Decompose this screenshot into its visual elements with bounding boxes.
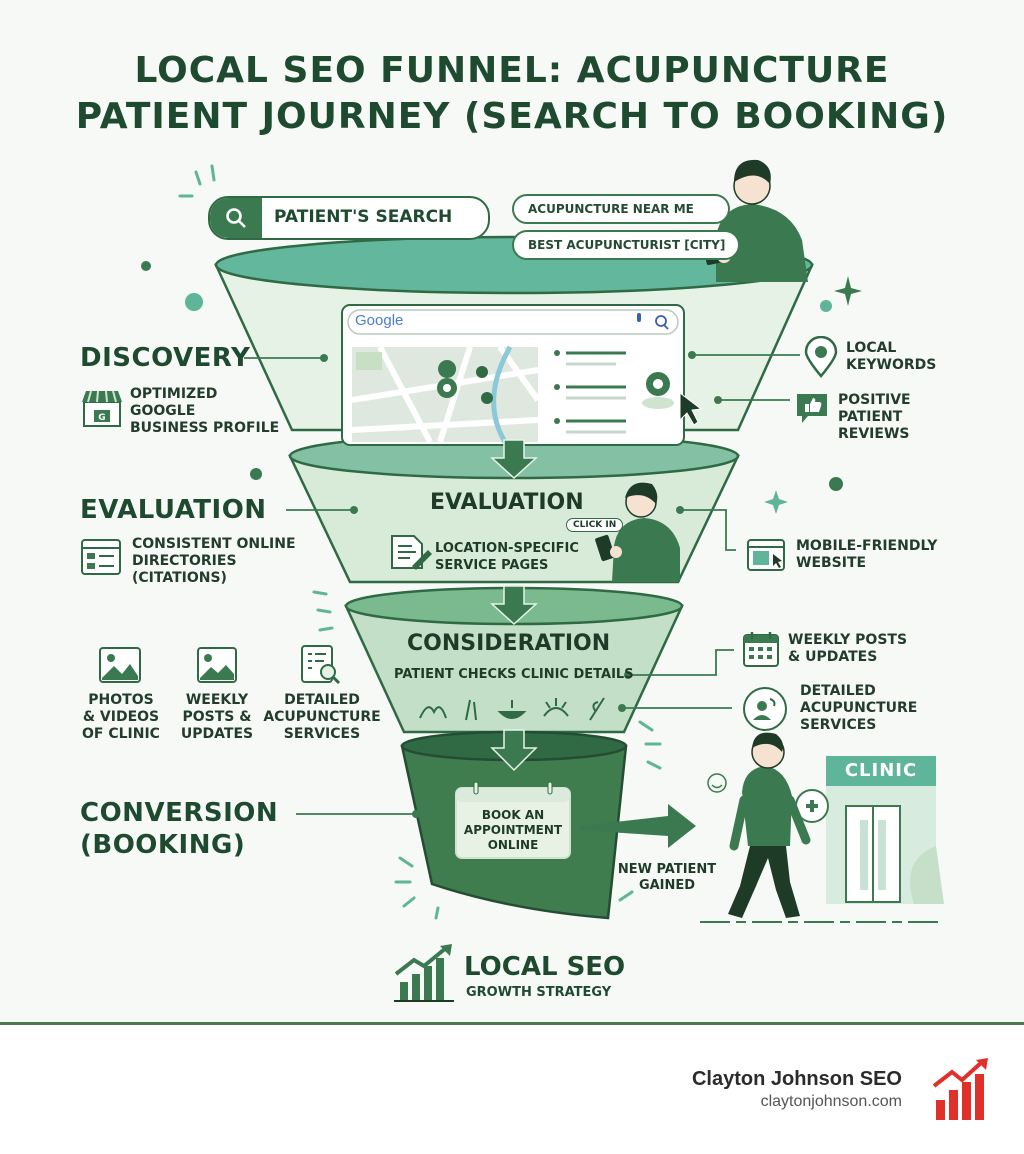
checklist-search-icon [300,644,342,686]
label-reviews-line-1: POSITIVE [838,392,911,408]
label-gbp-line-1: OPTIMIZED [130,386,218,402]
label-detailed-left-line-3: SERVICES [283,726,361,742]
down-arrows [490,439,538,772]
new-patient-line-2: GAINED [638,878,696,893]
label-detailed-left-line-1: DETAILED [284,692,360,708]
label-citations-line-2: DIRECTORIES [132,553,237,569]
document-icon-center [391,535,432,570]
label-mobile-line-2: WEBSITE [796,555,867,571]
page-title: LOCAL SEO FUNNEL: ACUPUNCTURE PATIENT JO… [0,48,1024,140]
label-detailed-left: DETAILED ACUPUNCTURE SERVICES [260,692,384,743]
label-keywords-line-1: LOCAL [846,340,897,356]
book-line-2: APPOINTMENT [463,823,563,837]
label-photos-line-2: & VIDEOS [82,709,160,725]
label-weekly-left: WEEKLY POSTS & UPDATES [176,692,258,743]
person-with-phone-illustration [595,482,680,582]
decorative-sparkles [141,261,862,514]
label-location-pages: LOCATION-SPECIFIC SERVICE PAGES [435,540,579,574]
label-gbp-line-3: BUSINESS PROFILE [130,420,280,436]
to-clinic-arrow [580,804,696,848]
label-detailed-right-line-1: DETAILED [800,683,876,699]
growth-chart-icon [394,944,454,1002]
growth-subtitle: GROWTH STRATEGY [466,985,612,1000]
label-reviews-line-3: REVIEWS [838,426,910,442]
label-detailed-left-line-2: ACUPUNCTURE [263,709,381,725]
label-weekly-right-line-1: WEEKLY POSTS [788,632,908,648]
calendar-icon [742,630,780,668]
stage-conversion-line-2: (BOOKING) [80,830,246,860]
footer-brand: Clayton Johnson SEO [691,1068,902,1090]
label-photos: PHOTOS & VIDEOS OF CLINIC [76,692,166,743]
new-patient-line-1: NEW PATIENT [617,862,717,877]
label-gbp-line-2: GOOGLE [130,403,196,419]
storefront-icon: G [80,388,124,428]
label-local-keywords: LOCAL KEYWORDS [846,340,936,374]
photo-gallery-icon [98,646,142,684]
label-location-pages-line-1: LOCATION-SPECIFIC [435,541,579,556]
search-results-browser [341,304,703,446]
google-logo: Google [355,312,404,329]
title-line-2: PATIENT JOURNEY (SEARCH TO BOOKING) [75,96,949,137]
stage-conversion-line-1: CONVERSION [80,798,279,828]
label-weekly-left-line-2: POSTS & [182,709,252,725]
title-line-1: LOCAL SEO FUNNEL: ACUPUNCTURE [134,50,890,91]
book-appointment-card [455,781,571,859]
label-new-patient: NEW PATIENT GAINED [610,862,724,894]
stage-consideration: CONSIDERATION [407,631,611,656]
footer-divider [0,1022,1024,1025]
query-bubble-2: BEST ACUPUNCTURIST [CITY] [512,230,740,260]
directory-listing-icon [80,538,122,576]
label-detailed-right-line-3: SERVICES [800,717,877,733]
label-citations-line-1: CONSISTENT ONLINE [132,536,296,552]
footer-logo [932,1058,988,1120]
consideration-subtitle: PATIENT CHECKS CLINIC DETAILS [394,667,634,682]
stage-evaluation-inner: EVALUATION [430,490,584,515]
walking-patient-illustration [707,732,811,918]
label-weekly-right-line-2: & UPDATES [788,649,878,665]
label-reviews: POSITIVE PATIENT REVIEWS [838,392,911,443]
footer-url[interactable]: claytonjohnson.com [760,1093,902,1110]
image-posts-icon [196,646,238,684]
label-weekly-left-line-1: WEEKLY [185,692,249,708]
clinic-sign: CLINIC [844,760,918,781]
decorative-lines [178,164,662,920]
connector-lines [244,354,800,815]
book-line-3: ONLINE [487,838,539,852]
location-pin-icon [804,336,838,378]
stage-evaluation: EVALUATION [80,495,267,525]
label-citations: CONSISTENT ONLINE DIRECTORIES (CITATIONS… [132,536,296,587]
footer [0,1025,1024,1154]
acupuncture-icons [419,697,605,721]
click-in-badge: CLICK IN [566,518,624,532]
book-line-1: BOOK AN [481,808,545,822]
label-location-pages-line-2: SERVICE PAGES [435,558,549,573]
label-weekly-right: WEEKLY POSTS & UPDATES [788,632,907,666]
search-label: PATIENT'S SEARCH [274,207,453,227]
label-weekly-left-line-3: UPDATES [180,726,254,742]
label-photos-line-1: PHOTOS [88,692,154,708]
query-bubble-1: ACUPUNCTURE NEAR ME [512,194,730,224]
label-mobile: MOBILE-FRIENDLY WEBSITE [796,538,937,572]
search-icon [210,198,262,238]
growth-title: LOCAL SEO [464,952,626,982]
practitioner-profile-icon [742,686,788,732]
label-mobile-line-1: MOBILE-FRIENDLY [796,538,938,554]
svg-text:G: G [98,413,105,423]
thumbs-up-review-icon [794,390,830,426]
funnel-tier-consideration [344,586,684,734]
label-photos-line-3: OF CLINIC [82,726,160,742]
stage-conversion: CONVERSION (BOOKING) [80,797,278,861]
stage-discovery: DISCOVERY [80,343,251,373]
label-detailed-right: DETAILED ACUPUNCTURE SERVICES [800,683,917,734]
label-reviews-line-2: PATIENT [838,409,903,425]
clinic-building-illustration [700,756,944,923]
mobile-website-icon [746,538,786,572]
label-citations-line-3: (CITATIONS) [132,570,227,586]
label-keywords-line-2: KEYWORDS [846,357,937,373]
label-gbp: OPTIMIZED GOOGLE BUSINESS PROFILE [130,386,279,437]
label-detailed-right-line-2: ACUPUNCTURE [800,700,918,716]
book-appointment-text: BOOK AN APPOINTMENT ONLINE [456,808,570,853]
